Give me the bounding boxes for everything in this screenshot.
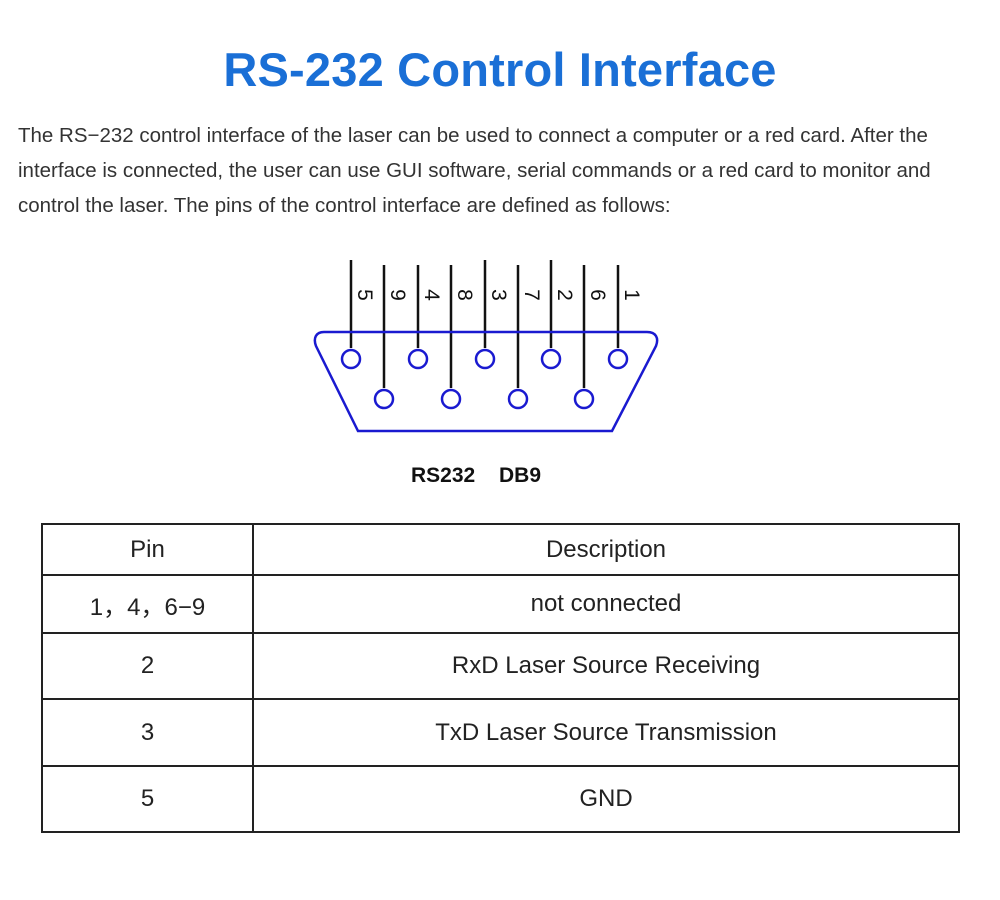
pin-label: 6 bbox=[586, 289, 609, 301]
socket-pin-1 bbox=[607, 348, 629, 370]
socket-pin-6 bbox=[573, 388, 595, 410]
socket-pin-8 bbox=[440, 388, 462, 410]
socket-pin-7 bbox=[507, 388, 529, 410]
table-header-row: Pin Description bbox=[41, 523, 960, 576]
description-cell: RxD Laser Source Receiving bbox=[252, 632, 960, 700]
pin-label: 9 bbox=[386, 289, 409, 301]
description-cell: GND bbox=[252, 765, 960, 833]
connector-caption: RS232 DB9 bbox=[410, 464, 542, 487]
pin-sockets bbox=[340, 348, 629, 410]
table-row: 1，4，6−9 not connected bbox=[41, 574, 960, 634]
connector-shell bbox=[313, 330, 659, 433]
socket-pin-3 bbox=[474, 348, 496, 370]
pin-label: 3 bbox=[487, 289, 510, 301]
db9-connector-diagram: 5 9 4 8 3 7 2 6 1 bbox=[313, 260, 659, 433]
header-pin: Pin bbox=[41, 523, 254, 576]
socket-pin-9 bbox=[373, 388, 395, 410]
description-cell: not connected bbox=[252, 574, 960, 634]
page-title: RS-232 Control Interface bbox=[223, 43, 777, 96]
pin-label: 8 bbox=[453, 289, 476, 301]
pin-definition-table: Pin Description 1，4，6−9 not connected 2 … bbox=[41, 523, 960, 833]
table-row: 2 RxD Laser Source Receiving bbox=[41, 632, 960, 700]
header-description: Description bbox=[252, 523, 960, 576]
table-row: 5 GND bbox=[41, 765, 960, 833]
pin-cell: 3 bbox=[41, 698, 254, 767]
pin-leads bbox=[349, 260, 620, 388]
pin-number-labels: 5 9 4 8 3 7 2 6 1 bbox=[353, 289, 643, 301]
pin-label: 2 bbox=[553, 289, 576, 301]
pin-label: 1 bbox=[620, 289, 643, 301]
socket-pin-4 bbox=[407, 348, 429, 370]
pin-cell: 2 bbox=[41, 632, 254, 700]
socket-pin-2 bbox=[540, 348, 562, 370]
intro-paragraph: The RS−232 control interface of the lase… bbox=[18, 124, 931, 217]
table-row: 3 TxD Laser Source Transmission bbox=[41, 698, 960, 767]
pin-label: 7 bbox=[520, 289, 543, 301]
pin-cell: 5 bbox=[41, 765, 254, 833]
pin-label: 5 bbox=[353, 289, 376, 301]
socket-pin-5 bbox=[340, 348, 362, 370]
description-cell: TxD Laser Source Transmission bbox=[252, 698, 960, 767]
pin-label: 4 bbox=[420, 289, 443, 301]
pin-cell: 1，4，6−9 bbox=[41, 574, 254, 634]
